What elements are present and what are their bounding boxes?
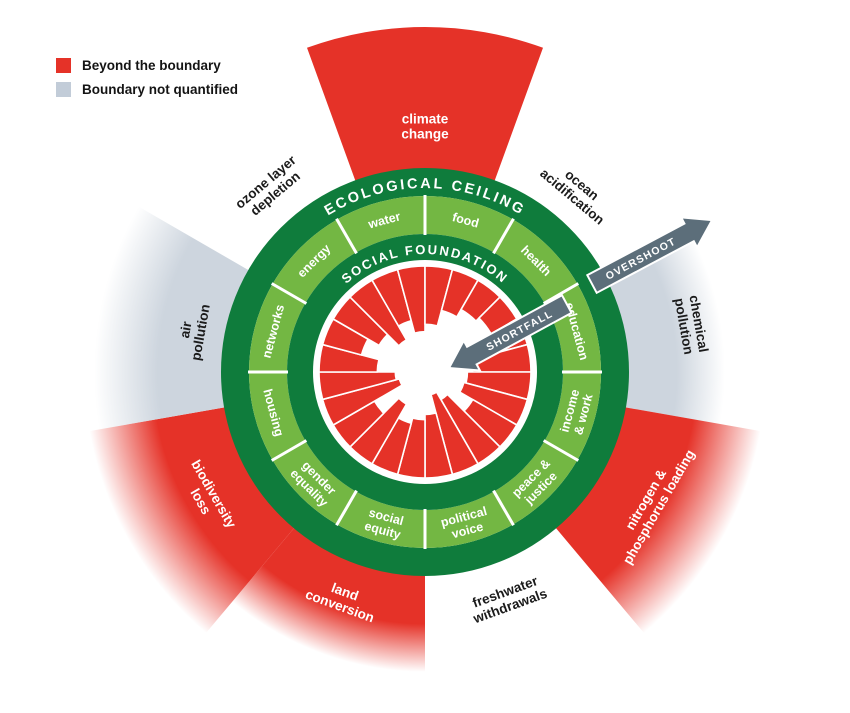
shortfall-energy-1 [349,279,408,347]
divider-line [542,282,580,305]
shortfall-political-voice-1 [424,412,454,479]
divider-line [335,217,358,255]
legend-item-not-quantified: Boundary not quantified [56,82,238,97]
legend-label-beyond-boundary: Beyond the boundary [82,58,221,73]
shortfall-political-voice-0 [430,391,479,476]
legend-item-beyond-boundary: Beyond the boundary [56,58,238,73]
divider-line [270,439,308,462]
eco-wedge-air-pollution [94,206,259,430]
social-label-food: food [451,210,481,231]
eco-label-ozone-layer-depletion: ozone layerdepletion [232,152,309,223]
divider-line [542,439,580,462]
shortfall-health-0 [460,279,501,322]
divider-line [492,489,515,527]
shortfall-food-0 [424,265,454,327]
ecological-ceiling-ring [221,168,629,576]
legend-swatch-beyond-boundary [56,58,71,73]
eco-wedge-climate-change [307,27,543,192]
divider-line [270,282,308,305]
eco-label-freshwater-withdrawals: freshwaterwithdrawals [465,572,549,627]
shortfall-water-1 [396,265,426,334]
shortfall-arrow-shape [447,293,573,372]
overshoot-arrow-shape [585,216,714,295]
social-foundation-ring [287,234,563,510]
shortfall-food-1 [440,268,479,318]
shortfall-gender-equality-0 [349,397,408,465]
shortfall-networks-0 [318,343,380,373]
eco-wedge-land-conversion [232,519,425,672]
shortfall-social-equity-0 [396,417,426,479]
shortfall-wedges [318,265,532,479]
divider-line [492,217,515,255]
legend-swatch-not-quantified [56,82,71,97]
divider-line [335,489,358,527]
legend: Beyond the boundary Boundary not quantif… [56,58,238,106]
shortfall-housing-1 [318,371,398,401]
shortfall-housing-0 [321,378,403,426]
segment-dividers [248,195,602,549]
shortfall-income-work-1 [459,381,529,426]
legend-label-not-quantified: Boundary not quantified [82,82,238,97]
doughnut-rings [221,168,629,576]
